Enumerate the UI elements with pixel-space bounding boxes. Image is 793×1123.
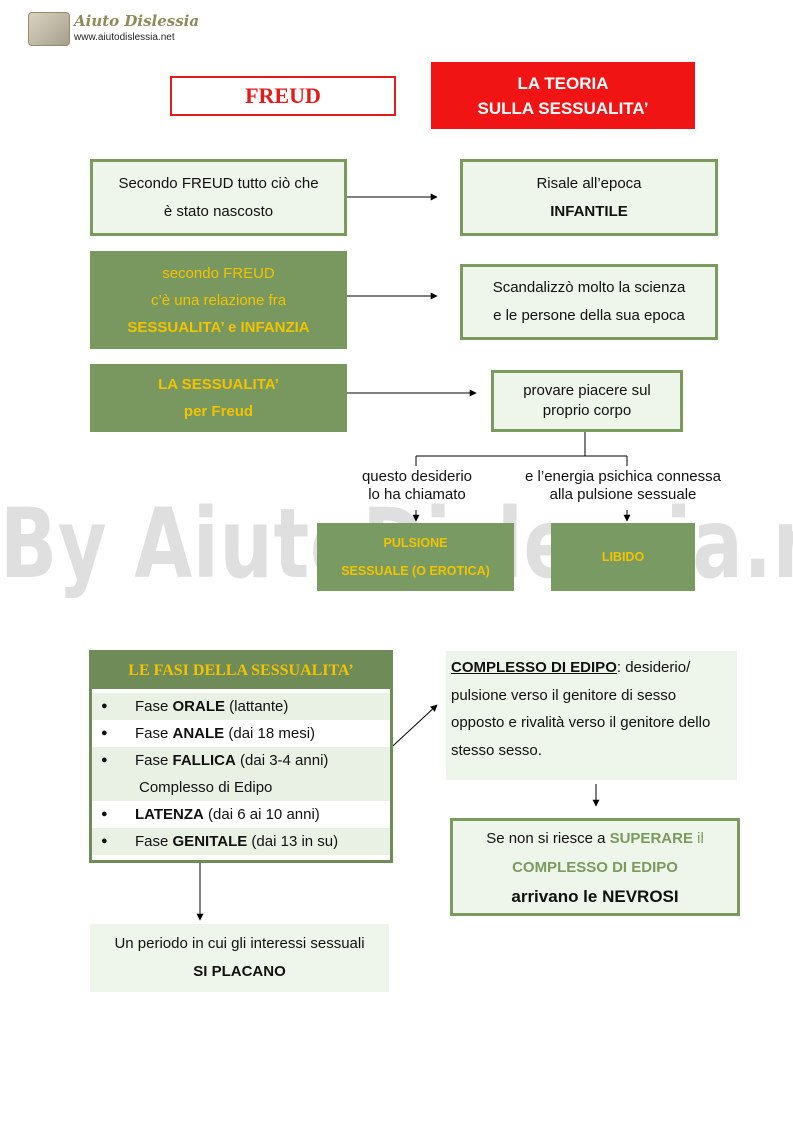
box-scandalo-line2: e le persone della sua epoca — [493, 307, 685, 324]
box-piacere-line2: proprio corpo — [542, 402, 632, 419]
nevrosi-line1: Se non si riesce a SUPERARE il — [486, 824, 704, 853]
box-nascosto: Secondo FREUD tutto ciò che è stato nasc… — [90, 159, 347, 236]
fase-row-genitale: ● Fase GENITALE (dai 13 in su) — [92, 828, 390, 855]
bullet-icon: ● — [101, 835, 108, 847]
nevrosi-line2: COMPLESSO DI EDIPO — [512, 858, 678, 876]
teoria-title-box: LA TEORIA SULLA SESSUALITA’ — [431, 62, 695, 129]
fase-prefix: Fase — [135, 698, 173, 715]
box-pulsione-line2: SESSUALE (O EROTICA) — [341, 564, 490, 578]
fase-row-latenza: ● LATENZA (dai 6 ai 10 anni) — [92, 801, 390, 828]
box-nevrosi: Se non si riesce a SUPERARE il COMPLESSO… — [450, 818, 740, 916]
fase-prefix: Fase — [135, 725, 173, 742]
fase-name: LATENZA — [135, 806, 204, 823]
freud-title-box: FREUD — [170, 76, 396, 116]
box-infantile: Risale all’epoca INFANTILE — [460, 159, 718, 236]
label-energia-line2: alla pulsione sessuale — [549, 486, 697, 503]
label-desiderio-line2: lo ha chiamato — [368, 486, 466, 503]
fase-name: GENITALE — [172, 833, 248, 850]
nevrosi-line3: arrivano le NEVROSI — [511, 886, 679, 906]
logo-image — [28, 12, 70, 46]
box-infantile-line2: INFANTILE — [550, 202, 628, 220]
box-piacere: provare piacere sul proprio corpo — [491, 370, 683, 432]
fasi-title: LE FASI DELLA SESSUALITA’ — [92, 653, 390, 689]
box-sessualita-line2: per Freud — [183, 403, 254, 420]
fase-prefix: Fase — [135, 833, 173, 850]
fase-age: (dai 13 in su) — [247, 833, 339, 850]
box-piacere-line1: provare piacere sul — [523, 382, 651, 399]
bullet-icon: ● — [101, 727, 108, 739]
nevrosi-line1-pre: Se non si riesce a — [486, 829, 610, 847]
teoria-title-line2: SULLA SESSUALITA’ — [477, 98, 649, 118]
box-relazione-line1: secondo FREUD — [162, 264, 275, 282]
label-energia: e l’energia psichica connessa alla pulsi… — [508, 468, 738, 504]
box-sessualita-line1: LA SESSUALITA’ — [158, 376, 279, 393]
fase-row-edipo: Complesso di Edipo — [92, 774, 390, 801]
box-infantile-line1: Risale all’epoca — [536, 174, 642, 192]
box-scandalo: Scandalizzò molto la scienza e le person… — [460, 264, 718, 340]
box-relazione-line2: c’è una relazione fra — [150, 291, 287, 309]
label-desiderio: questo desiderio lo ha chiamato — [352, 468, 482, 504]
fase-name: FALLICA — [172, 752, 236, 769]
fase-name: ANALE — [172, 725, 225, 742]
fase-age: (dai 18 mesi) — [224, 725, 316, 742]
box-nascosto-line2: è stato nascosto — [163, 202, 274, 220]
edipo-term: COMPLESSO DI EDIPO — [451, 659, 617, 676]
box-pulsione: PULSIONE SESSUALE (O EROTICA) — [317, 523, 514, 591]
box-nascosto-line1: Secondo FREUD tutto ciò che — [118, 174, 319, 192]
fase-sub-edipo: Complesso di Edipo — [139, 779, 273, 796]
nevrosi-line1-post: il — [692, 829, 704, 847]
box-relazione-line3: SESSUALITA’ e INFANZIA — [127, 318, 310, 336]
box-relazione: secondo FREUD c’è una relazione fra SESS… — [90, 251, 347, 349]
periodo-line1: Un periodo in cui gli interessi sessuali — [114, 935, 365, 952]
bullet-icon: ● — [101, 808, 108, 820]
box-libido-text: LIBIDO — [601, 550, 645, 564]
label-desiderio-line1: questo desiderio — [361, 468, 473, 485]
box-pulsione-line1: PULSIONE — [383, 536, 448, 550]
box-sessualita: LA SESSUALITA’ per Freud — [90, 364, 347, 432]
teoria-title-line1: LA TEORIA — [517, 73, 609, 93]
periodo-line2: SI PLACANO — [193, 963, 286, 980]
logo-title: Aiuto Dislessia — [74, 12, 200, 30]
bullet-icon: ● — [101, 700, 108, 712]
fase-row-fallica: ● Fase FALLICA (dai 3-4 anni) — [92, 747, 390, 774]
fase-age: (dai 3-4 anni) — [235, 752, 329, 769]
label-energia-line1: e l’energia psichica connessa — [525, 468, 721, 485]
fase-name: ORALE — [172, 698, 226, 715]
fasi-table: LE FASI DELLA SESSUALITA’ ● Fase ORALE (… — [89, 650, 393, 863]
fase-age: (lattante) — [225, 698, 289, 715]
fase-row-orale: ● Fase ORALE (lattante) — [92, 693, 390, 720]
freud-title: FREUD — [245, 83, 321, 108]
box-periodo: Un periodo in cui gli interessi sessuali… — [90, 924, 389, 992]
nevrosi-superare: SUPERARE — [609, 829, 693, 847]
box-libido: LIBIDO — [551, 523, 695, 591]
edipo-definition: : desiderio/ pulsione verso il genitore … — [451, 659, 711, 759]
box-scandalo-line1: Scandalizzò molto la scienza — [492, 279, 686, 296]
box-complesso-edipo: COMPLESSO DI EDIPO: desiderio/ pulsione … — [446, 651, 737, 780]
logo-url: www.aiutodislessia.net — [74, 32, 175, 43]
bullet-icon: ● — [101, 754, 108, 766]
fase-row-anale: ● Fase ANALE (dai 18 mesi) — [92, 720, 390, 747]
fase-age: (dai 6 ai 10 anni) — [203, 806, 320, 823]
fase-prefix: Fase — [135, 752, 173, 769]
